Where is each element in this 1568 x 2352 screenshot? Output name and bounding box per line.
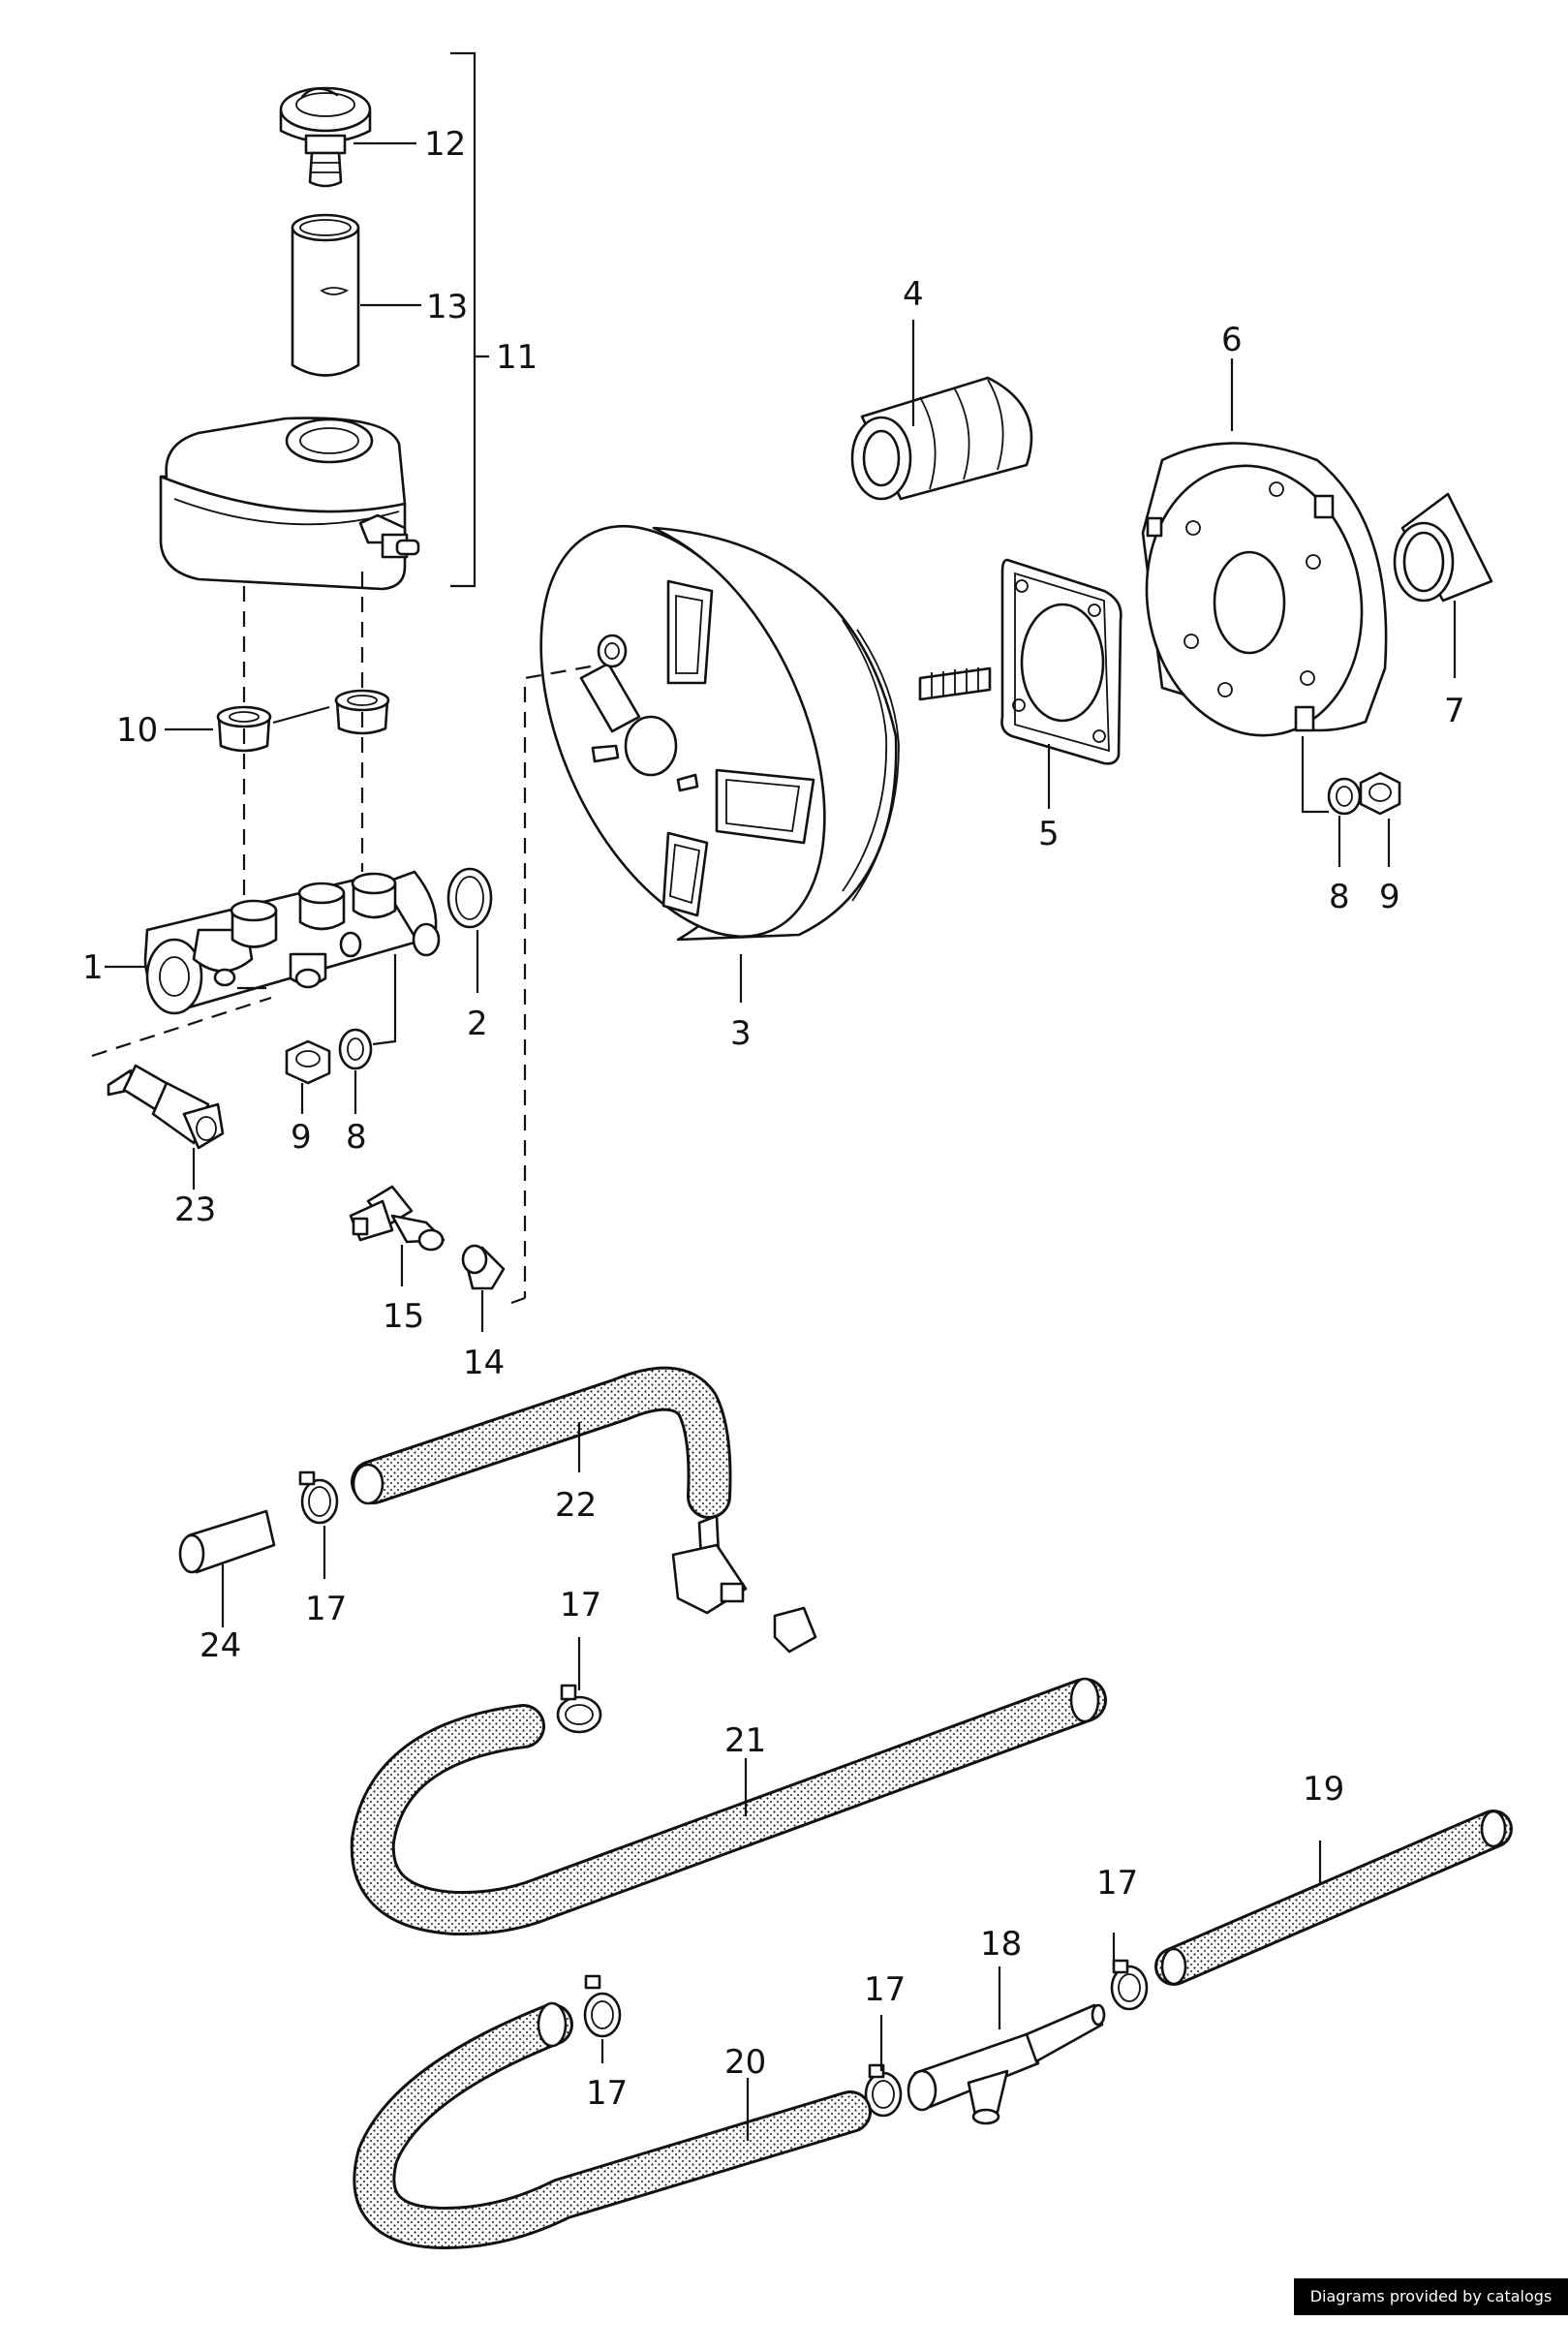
bracket-sleeve (1393, 492, 1493, 603)
callout-6: 6 (1221, 321, 1243, 359)
reservoir-strainer (291, 213, 360, 377)
booster-boot (850, 376, 1033, 501)
hose-clamp-5 (1110, 1959, 1149, 2011)
assembly-line-7 (1301, 736, 1329, 814)
brake-light-switch (107, 1064, 225, 1150)
callout-12: 12 (424, 125, 466, 164)
assembly-line-3 (523, 665, 592, 1298)
callout-9-right: 9 (1379, 878, 1400, 916)
diagram-credit: Diagrams provided by catalogs parts (1294, 2278, 1568, 2342)
callout-20: 20 (724, 2043, 766, 2082)
hose-clamp-1 (298, 1470, 339, 1525)
vacuum-hose-elbow (351, 1366, 732, 1519)
reservoir-grommets (216, 689, 390, 753)
hex-nut-right (1359, 771, 1401, 816)
vacuum-hose-19 (1154, 1810, 1513, 1986)
callout-17-d: 17 (864, 1970, 906, 2009)
callout-22: 22 (555, 1486, 597, 1525)
callout-13: 13 (426, 288, 468, 326)
brake-booster (539, 524, 992, 942)
reservoir-cap (279, 86, 372, 188)
callout-1: 1 (82, 948, 104, 987)
callout-23: 23 (174, 1191, 216, 1229)
callout-17-a: 17 (305, 1590, 347, 1628)
hose-clamp-3 (583, 1974, 622, 2038)
hose-clamp-4 (864, 2063, 903, 2118)
callout-bracket-11 (450, 51, 489, 588)
callout-17-c: 17 (1096, 1864, 1138, 1903)
master-cylinder-o-ring (446, 867, 493, 929)
brake-fluid-reservoir (159, 417, 420, 591)
callout-5: 5 (1038, 815, 1060, 853)
callout-10: 10 (116, 711, 158, 750)
callout-8-left: 8 (346, 1118, 367, 1157)
callout-21: 21 (724, 1721, 766, 1760)
vacuum-angle-fitting (349, 1185, 446, 1252)
vacuum-hose-20 (353, 2001, 872, 2249)
vacuum-hose-21 (350, 1677, 1107, 1936)
callout-9-left: 9 (291, 1118, 312, 1157)
hose-clamp-2 (556, 1684, 602, 1734)
check-valve (671, 1514, 817, 1654)
callout-18: 18 (980, 1925, 1022, 1964)
assembly-line-6 (510, 1296, 526, 1305)
hex-nut-left (285, 1039, 331, 1085)
leader-lines (105, 141, 1457, 2141)
callout-24: 24 (200, 1626, 241, 1665)
washer-left (338, 1028, 373, 1070)
callout-7: 7 (1444, 692, 1465, 730)
booster-gasket (1000, 558, 1122, 765)
brake-master-cylinder (143, 870, 441, 1015)
callout-15: 15 (383, 1297, 424, 1336)
callout-14: 14 (463, 1344, 505, 1382)
assembly-line-4 (91, 996, 272, 1058)
callout-4: 4 (903, 275, 924, 314)
check-valve-grommet (461, 1244, 506, 1290)
tee-fitting (907, 2003, 1106, 2125)
callout-11: 11 (496, 338, 538, 377)
callout-2: 2 (467, 1005, 488, 1043)
callout-19: 19 (1303, 1770, 1344, 1809)
callout-3: 3 (730, 1014, 752, 1053)
booster-mounting-bracket (1141, 442, 1388, 737)
assembly-line-5 (372, 954, 397, 1046)
washer-right (1327, 777, 1362, 816)
connector-sleeve (178, 1509, 276, 1574)
callout-17-b: 17 (560, 1586, 601, 1625)
callout-17-e: 17 (586, 2074, 628, 2113)
callout-8-right: 8 (1329, 878, 1350, 916)
